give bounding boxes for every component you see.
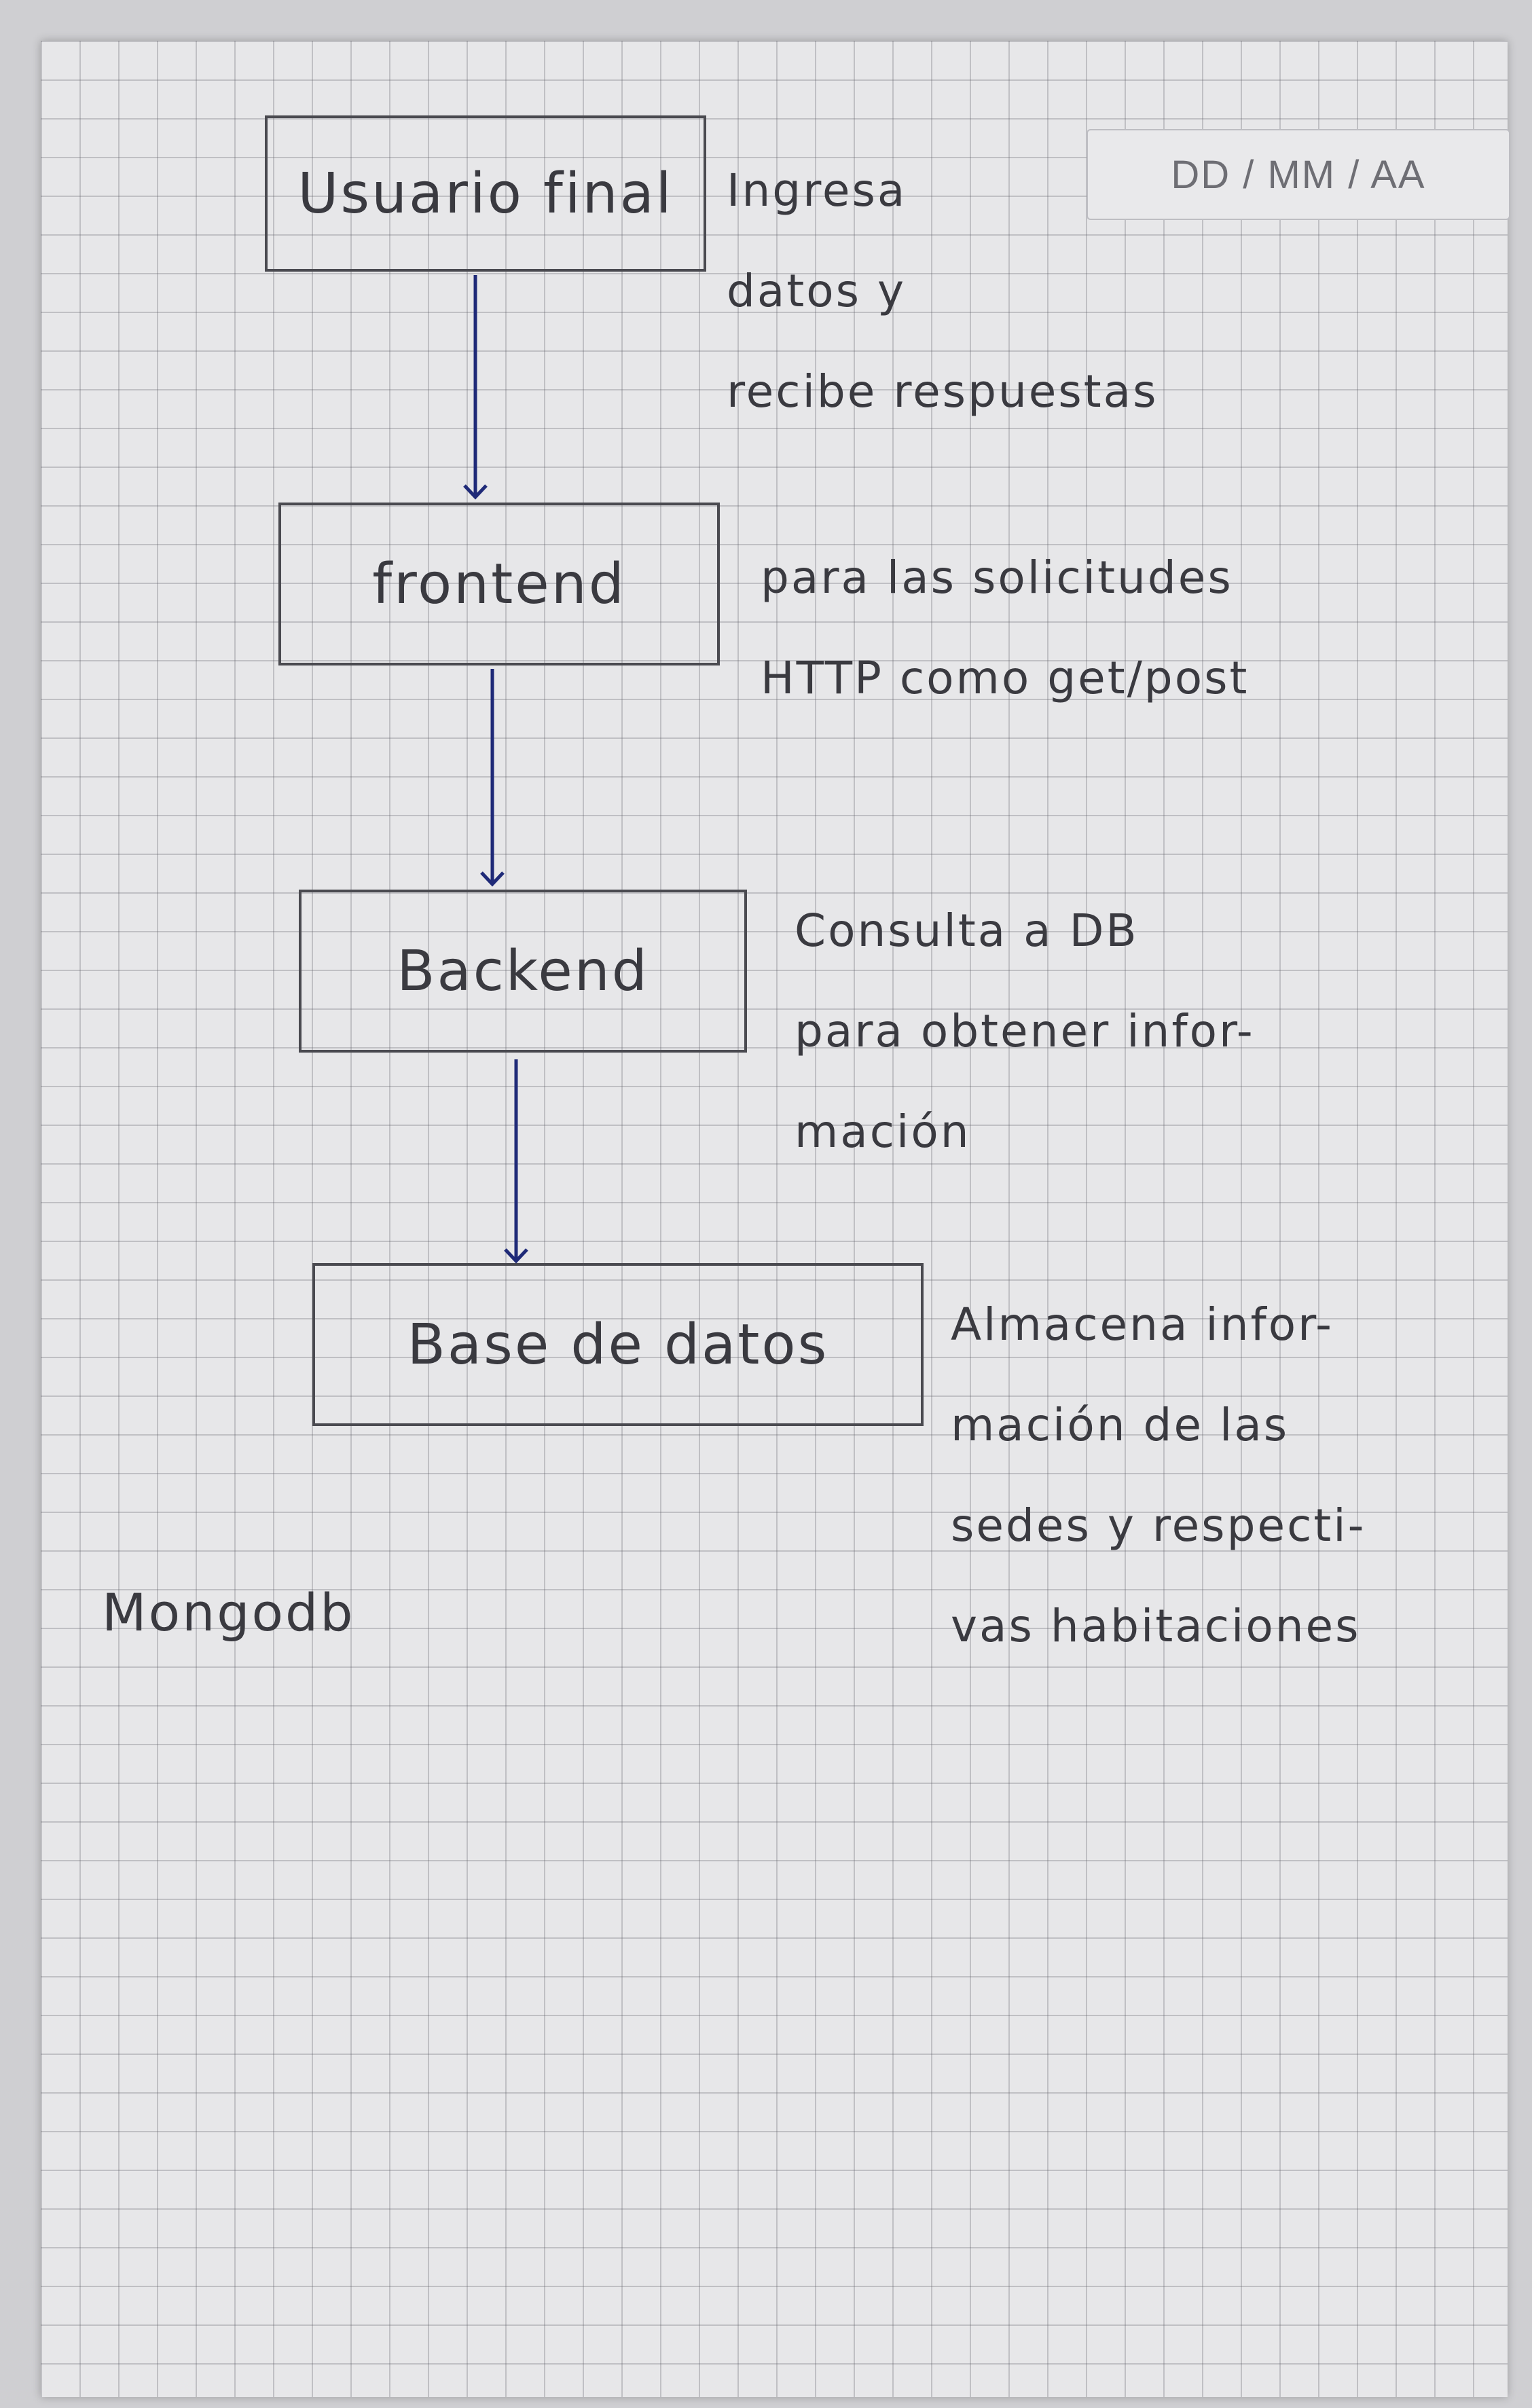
node-usuario-final: Usuario final — [265, 115, 706, 272]
note-backend-line-2: para obtener infor- — [795, 1005, 1255, 1057]
arrowhead-usuario-to-frontend — [463, 484, 488, 500]
note-base-de-datos: Almacena infor- mación de las sedes y re… — [951, 1249, 1366, 1702]
arrowhead-frontend-to-backend — [480, 871, 505, 887]
note-usuario-line-3: recibe respuestas — [727, 365, 1159, 418]
node-frontend: frontend — [278, 503, 720, 665]
footnote-mongodb: Mongodb — [102, 1582, 355, 1643]
node-backend: Backend — [299, 890, 747, 1053]
node-usuario-final-label: Usuario final — [297, 161, 674, 226]
note-db-line-2: mación de las — [951, 1399, 1290, 1451]
node-frontend-label: frontend — [372, 551, 626, 617]
note-frontend: para las solicitudes HTTP como get/post — [761, 503, 1249, 754]
note-backend-line-1: Consulta a DB — [795, 905, 1139, 957]
note-backend-line-3: mación — [795, 1106, 971, 1158]
note-usuario-final: Ingresa datos y recibe respuestas — [727, 115, 1159, 467]
note-db-line-3: sedes y respecti- — [951, 1499, 1366, 1552]
date-placeholder: DD / MM / AA — [1171, 152, 1426, 197]
node-base-de-datos: Base de datos — [312, 1263, 924, 1426]
note-db-line-1: Almacena infor- — [951, 1298, 1334, 1351]
note-frontend-line-1: para las solicitudes — [761, 551, 1233, 604]
arrowhead-backend-to-db — [504, 1248, 528, 1264]
grid-paper-page: DD / MM / AA Usuario final frontend Back… — [41, 41, 1510, 2397]
node-backend-label: Backend — [397, 938, 649, 1004]
arrows-layer — [463, 275, 528, 1264]
note-backend: Consulta a DB para obtener infor- mación — [795, 856, 1255, 1207]
note-usuario-line-1: Ingresa — [727, 164, 907, 217]
date-field: DD / MM / AA — [1087, 129, 1510, 220]
note-db-line-4: vas habitaciones — [951, 1600, 1361, 1652]
note-frontend-line-2: HTTP como get/post — [761, 652, 1250, 704]
note-usuario-line-2: datos y — [727, 265, 907, 317]
node-base-de-datos-label: Base de datos — [407, 1312, 829, 1377]
